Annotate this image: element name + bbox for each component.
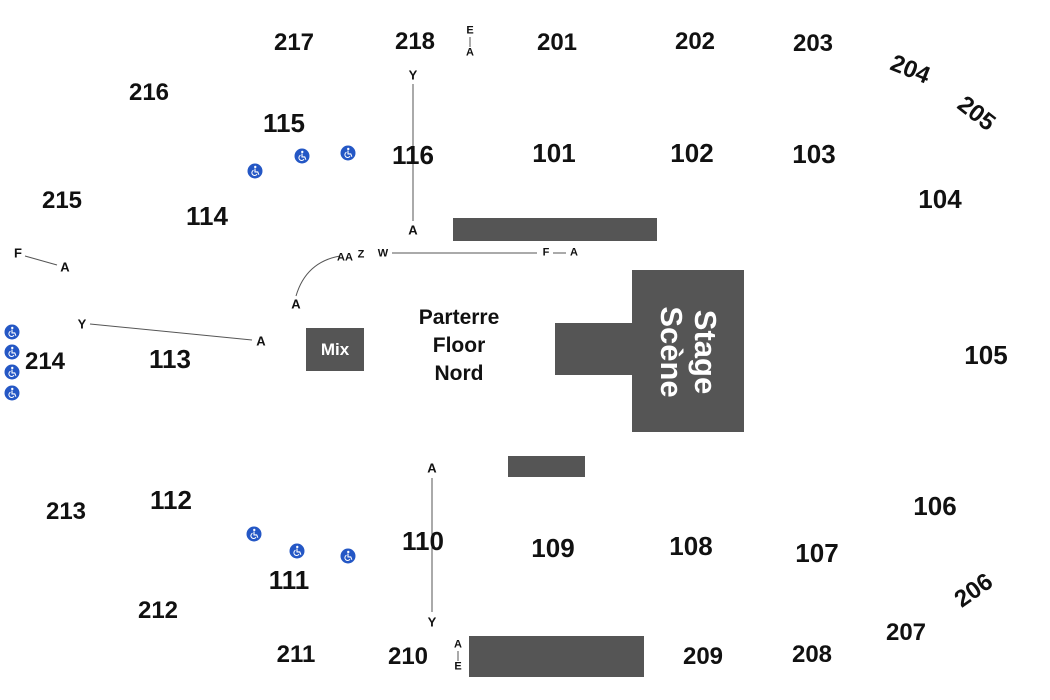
section-203[interactable]: 203 [792,30,834,57]
row-label-top-a: A [466,46,474,59]
section-115[interactable]: 115 [263,108,305,138]
section-103[interactable]: 103 [792,139,836,169]
floor-label-line1: Parterre [418,306,500,329]
section-209[interactable]: 209 [682,643,724,670]
section-201[interactable]: 201 [536,29,578,56]
section-105[interactable]: 105 [964,340,1008,370]
row-label-floor-aa: AA [337,251,353,264]
section-104[interactable]: 104 [918,184,962,214]
wheelchair-icon[interactable] [4,364,20,380]
row-label-bottom-a: A [454,638,462,651]
row-label-curve-a: A [291,296,301,312]
stage [632,270,744,432]
wheelchair-icon[interactable] [4,385,20,401]
row-label-floor-f: F [542,246,550,259]
section-111[interactable]: 111 [268,565,310,595]
section-215[interactable]: 215 [41,187,83,214]
wheelchair-icon[interactable] [289,543,305,559]
stage-label-line2: Scène [654,306,689,398]
wheelchair-icon[interactable] [294,148,310,164]
section-217[interactable]: 217 [273,29,315,56]
row-line-curve [295,255,341,297]
row-label-116-a: A [408,222,418,238]
section-114[interactable]: 114 [186,201,228,231]
section-218[interactable]: 218 [394,28,436,55]
row-label-113-a: A [256,333,266,349]
section-207[interactable]: 207 [885,619,927,646]
section-216[interactable]: 216 [128,79,170,106]
wheelchair-icon[interactable] [4,324,20,340]
row-label-110-y: Y [427,614,437,630]
floor-label-line3: Nord [434,362,484,385]
row-label-110-a: A [427,460,437,476]
floor-block-bottom [469,636,644,677]
stage-label-line1: Stage [688,309,723,395]
row-label-215-a: A [60,259,70,275]
row-line-113 [89,323,253,341]
section-102[interactable]: 102 [670,138,714,168]
row-label-215-f: F [14,245,22,261]
floor-label-line2: Floor [432,334,486,357]
section-213[interactable]: 213 [45,498,87,525]
section-110[interactable]: 110 [402,526,444,556]
floor-block-top [453,218,657,241]
wheelchair-icon[interactable] [4,344,20,360]
section-208[interactable]: 208 [791,641,833,668]
section-107[interactable]: 107 [795,538,839,568]
row-label-116-y: Y [408,67,418,83]
section-202[interactable]: 202 [674,28,716,55]
wheelchair-icon[interactable] [246,526,262,542]
wheelchair-icon[interactable] [340,548,356,564]
row-label-113-y: Y [77,316,87,332]
mix-label: Mix [320,339,350,359]
stage-thrust [555,323,633,375]
section-113[interactable]: 113 [149,344,191,374]
section-211[interactable]: 211 [276,641,316,668]
section-212[interactable]: 212 [137,597,179,624]
row-label-bottom-e: E [454,660,462,673]
floor-block-mid [508,456,585,477]
stage-label: Stage Scène [654,306,723,398]
section-108[interactable]: 108 [669,531,713,561]
section-109[interactable]: 109 [531,533,575,563]
wheelchair-icon[interactable] [340,145,356,161]
floor-section-label[interactable]: Parterre Floor Nord [419,304,500,388]
row-label-top-e: E [466,24,474,37]
row-label-floor-z: Z [357,248,365,261]
section-210[interactable]: 210 [387,643,429,670]
row-label-floor-w: W [377,247,389,260]
mix-position: Mix [306,328,364,371]
section-214[interactable]: 214 [24,348,66,375]
row-line-215 [24,255,58,266]
section-112[interactable]: 112 [150,485,192,515]
section-106[interactable]: 106 [913,491,957,521]
section-101[interactable]: 101 [532,138,576,168]
wheelchair-icon[interactable] [247,163,263,179]
row-label-floor-a: A [570,246,578,259]
section-116[interactable]: 116 [392,140,434,170]
